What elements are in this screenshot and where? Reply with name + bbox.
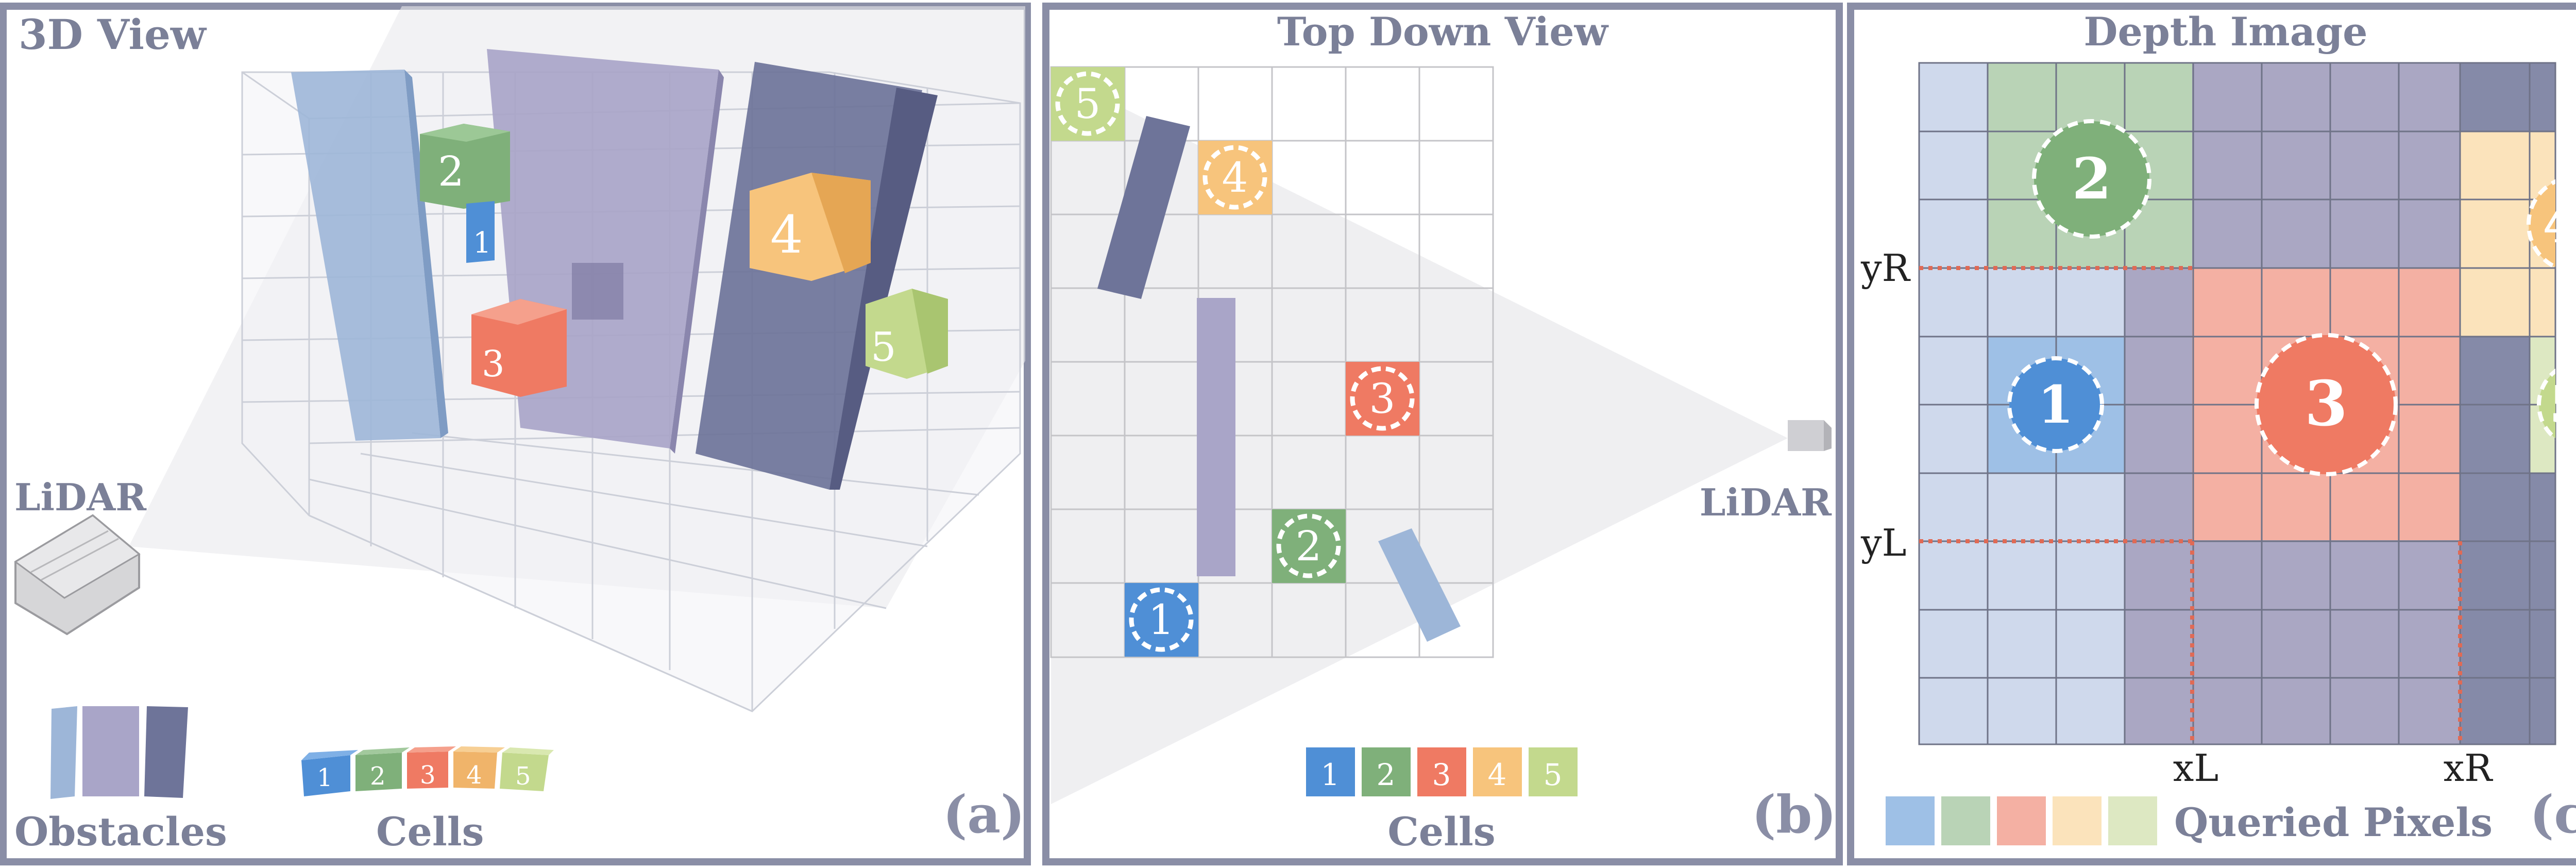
- depth-circle-3: 3: [2255, 333, 2398, 476]
- grid-cell-4: 4: [1198, 141, 1272, 214]
- legend-cube-2-label: 2: [370, 762, 386, 791]
- grid-cell-5: 5: [1051, 67, 1125, 141]
- lidar-sensor-3d: [14, 514, 141, 636]
- top-obstacle-lavender: [1197, 298, 1235, 576]
- cells-legend-top: 1 2 3 4 5: [1306, 747, 1578, 796]
- panel-a-tag: (a): [943, 784, 1025, 845]
- panel-top-down-view: Top Down View 5: [1042, 3, 1843, 865]
- grid-cell-5-label: 5: [1075, 80, 1101, 128]
- panel-3d-view: 3D View: [0, 3, 1031, 865]
- grid-cell-1-label: 1: [1148, 596, 1175, 644]
- legend-cube-3: 3: [407, 746, 456, 790]
- scene-cell-3-label: 3: [482, 343, 505, 385]
- panel-a-lidar-label: LiDAR: [14, 475, 147, 519]
- scene-cell-1-label: 1: [473, 226, 492, 260]
- depth-circle-1: 1: [2007, 356, 2104, 453]
- scene-cell-5-label: 5: [871, 324, 896, 371]
- grid-cell-2-label: 2: [1296, 522, 1322, 570]
- panel-b-lidar-label: LiDAR: [1700, 480, 1832, 524]
- scene-cell-2: 2: [420, 124, 510, 209]
- panel-b-tag: (b): [1752, 784, 1837, 845]
- top-obstacle-light-blue: [1378, 528, 1461, 642]
- legend-cube-1-label: 1: [317, 763, 333, 792]
- grid-cell-4-label: 4: [1222, 154, 1248, 202]
- obstacle-light-blue: [291, 70, 448, 441]
- depth-circle-3-label: 3: [2304, 368, 2348, 440]
- legend-cube-2: 2: [355, 747, 410, 791]
- legend-square-5-label: 5: [1544, 757, 1563, 792]
- depth-circle-5: 5: [2537, 369, 2576, 441]
- grid-cell-1: 1: [1125, 583, 1198, 657]
- panel-b-cells-label: Cells: [1387, 809, 1495, 855]
- depth-circle-5-label: 5: [2549, 374, 2576, 435]
- grid-cell-2: 2: [1272, 509, 1346, 583]
- queried-pixels-legend: [1886, 796, 2157, 845]
- lidar-sensor-top: [1788, 420, 1832, 451]
- obstacles-label: Obstacles: [14, 809, 227, 855]
- panel-a-cells-label: Cells: [376, 809, 484, 855]
- legend-cube-5: 5: [500, 747, 554, 791]
- axis-label-yl: yL: [1860, 521, 1907, 564]
- grid-cell-3-label: 3: [1369, 375, 1396, 423]
- axis-label-xr: xR: [2444, 746, 2494, 790]
- legend-cube-5-label: 5: [515, 762, 531, 791]
- cells-legend-3d: 1 2 3 4 5: [301, 746, 554, 796]
- panel-a-title: 3D View: [19, 10, 207, 59]
- legend-cube-3-label: 3: [420, 761, 436, 790]
- top-obstacle-dark-slate: [1097, 116, 1190, 299]
- depth-circle-1-label: 1: [2038, 374, 2074, 435]
- depth-circle-2-label: 2: [2072, 145, 2112, 212]
- grid-cell-3: 3: [1346, 362, 1419, 436]
- legend-square-3-label: 3: [1432, 757, 1451, 792]
- queried-pixels-label: Queried Pixels: [2174, 799, 2493, 845]
- panel-c-tag: (c): [2530, 784, 2576, 845]
- range-guides: [1919, 266, 2462, 744]
- axis-label-yr: yR: [1860, 246, 1911, 290]
- panel-b-title: Top Down View: [1277, 9, 1609, 55]
- panel-depth-image: Depth Image: [1847, 3, 2576, 865]
- depth-circle-4-label: 4: [2543, 194, 2576, 255]
- axis-label-xl: xL: [2173, 746, 2218, 790]
- legend-square-2-label: 2: [1377, 757, 1396, 792]
- legend-square-1-label: 1: [1321, 757, 1340, 792]
- scene-cell-5: 5: [866, 289, 948, 379]
- depth-circle-2: 2: [2032, 119, 2151, 239]
- legend-cube-1: 1: [301, 750, 358, 796]
- legend-square-4-label: 4: [1488, 757, 1507, 792]
- scene-cell-2-label: 2: [438, 147, 464, 195]
- scene-cell-4-label: 4: [770, 205, 803, 265]
- legend-cube-4: 4: [453, 746, 505, 790]
- panel-c-title: Depth Image: [2084, 9, 2368, 55]
- scene-cell-1: 1: [466, 201, 495, 263]
- obstacles-legend: [50, 706, 188, 799]
- depth-circle-4: 4: [2527, 179, 2576, 270]
- scene-cell-4: 4: [750, 173, 871, 281]
- legend-cube-4-label: 4: [466, 761, 482, 790]
- scene-cell-3: 3: [471, 299, 567, 397]
